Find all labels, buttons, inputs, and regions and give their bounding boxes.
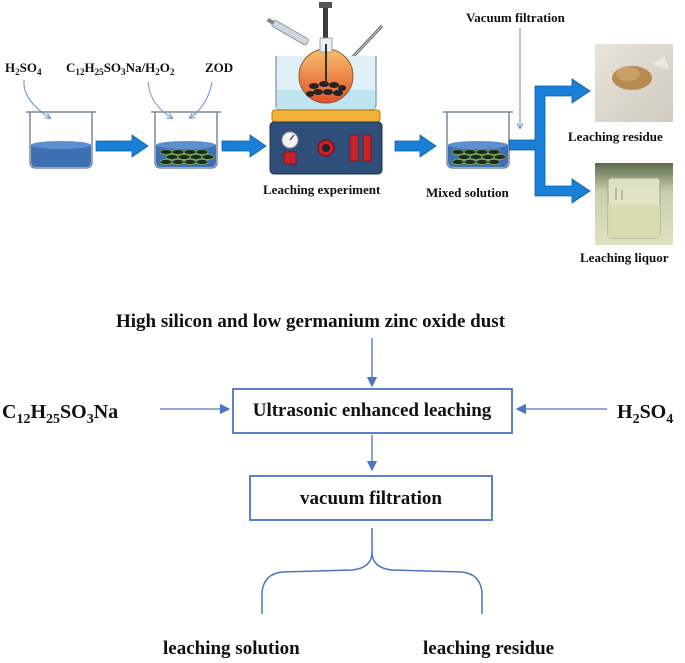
leaching-box-label: Ultrasonic enhanced leaching bbox=[253, 400, 492, 421]
flow-arrow-2 bbox=[221, 134, 267, 158]
leaching-experiment-label: Leaching experiment bbox=[263, 182, 381, 197]
zod-label: ZOD bbox=[205, 60, 233, 75]
beaker-acid bbox=[26, 111, 96, 169]
surfactant-label: C12H25SO3Na/H2O2 bbox=[66, 60, 175, 77]
right-reagent-label: H2SO4 bbox=[617, 401, 673, 427]
filtration-box-label: vacuum filtration bbox=[300, 488, 442, 509]
surfactant-drop-arrow bbox=[147, 81, 172, 118]
beaker-mixed-solution bbox=[443, 111, 513, 169]
leaching-residue-label: Leaching residue bbox=[568, 129, 663, 144]
split-brace bbox=[261, 528, 483, 614]
leaching-apparatus bbox=[266, 2, 384, 175]
beaker-mixture bbox=[151, 111, 221, 169]
h2so4-drop-arrow bbox=[23, 79, 50, 118]
mixed-solution-label: Mixed solution bbox=[426, 185, 509, 200]
leaching-liquor-label: Leaching liquor bbox=[580, 250, 669, 265]
h2so4-label: H2SO4 bbox=[5, 60, 42, 77]
leaching-box bbox=[232, 388, 513, 434]
vacuum-filtration-label: Vacuum filtration bbox=[466, 10, 566, 25]
leaching-residue-photo bbox=[595, 44, 673, 122]
split-arrows bbox=[508, 78, 591, 204]
output-solution-label: leaching solution bbox=[163, 638, 300, 659]
feed-material-label: High silicon and low germanium zinc oxid… bbox=[116, 311, 506, 332]
zod-drop-arrow bbox=[190, 81, 213, 118]
left-reagent-label: C12H25SO3Na bbox=[2, 401, 118, 427]
output-residue-label: leaching residue bbox=[423, 638, 554, 659]
flow-arrow-3 bbox=[394, 134, 437, 158]
leaching-liquor-photo bbox=[595, 163, 673, 245]
flow-arrow-1 bbox=[95, 134, 149, 158]
filtration-box bbox=[249, 475, 493, 521]
